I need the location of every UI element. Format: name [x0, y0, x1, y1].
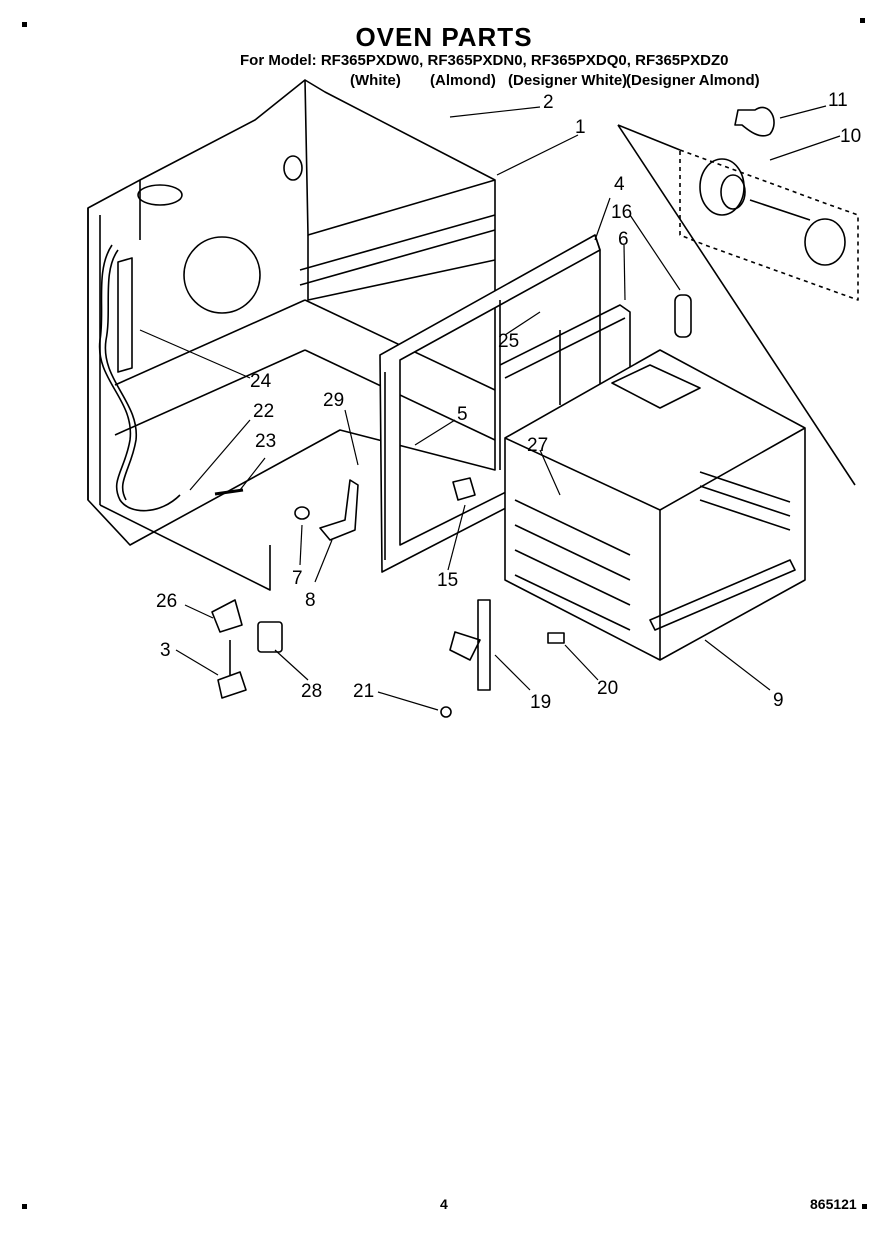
callout-24: 24 — [250, 371, 272, 392]
callout-26: 26 — [156, 591, 177, 612]
callout-20: 20 — [597, 678, 618, 699]
hinge-assembly — [449, 599, 491, 691]
corner-mark-top-right — [860, 18, 865, 23]
rack-guide — [499, 304, 631, 405]
callout-23: 23 — [255, 431, 276, 452]
callout-9: 9 — [773, 690, 784, 711]
callout-1: 1 — [575, 117, 586, 138]
callout-15: 15 — [437, 570, 458, 591]
light-bulb — [734, 106, 775, 137]
oven-rack-assembly — [504, 349, 806, 661]
oven-back-fan-plate — [183, 236, 261, 314]
variant-designer-white: (Designer White) — [508, 72, 628, 89]
callout-7: 7 — [292, 568, 303, 589]
model-variants: (White) (Almond) (Designer White) (Desig… — [0, 72, 888, 92]
wire-harness — [98, 244, 181, 512]
junction-block — [257, 621, 283, 653]
callout-21: 21 — [353, 681, 374, 702]
variant-designer-almond: (Designer Almond) — [626, 72, 760, 89]
bracket-clip — [452, 477, 476, 501]
callout-8: 8 — [305, 590, 316, 611]
burner-tube — [674, 294, 692, 338]
callout-16: 16 — [611, 202, 632, 223]
callout-11: 11 — [828, 90, 848, 111]
callout-5: 5 — [457, 404, 468, 425]
callout-4: 4 — [614, 174, 625, 195]
callout-19: 19 — [530, 692, 551, 713]
callout-leaders — [139, 105, 841, 711]
corner-mark-bottom-left — [22, 1204, 27, 1209]
variant-white: (White) — [350, 72, 401, 89]
clip-26 — [211, 599, 243, 633]
callout-29: 29 — [323, 390, 344, 411]
callout-2: 2 — [543, 92, 554, 113]
callout-28: 28 — [301, 681, 322, 702]
variant-almond: (Almond) — [430, 72, 496, 89]
support-bracket — [319, 479, 359, 541]
callout-10: 10 — [840, 126, 861, 147]
callout-27: 27 — [527, 435, 548, 456]
page-number: 4 — [440, 1196, 448, 1212]
page-title: OVEN PARTS — [355, 22, 533, 52]
callout-22: 22 — [253, 401, 274, 422]
corner-mark-bottom-right — [862, 1204, 867, 1209]
model-list: For Model: RF365PXDW0, RF365PXDN0, RF365… — [240, 52, 729, 69]
callout-25: 25 — [498, 331, 519, 352]
callout-6: 6 — [618, 229, 629, 250]
leveling-leg — [217, 671, 247, 699]
oven-light-assembly — [617, 106, 859, 486]
callout-labels: 1 2 3 4 5 6 7 8 9 10 11 15 16 19 20 21 2… — [156, 90, 861, 713]
corner-mark-top-left — [22, 22, 27, 27]
side-bracket — [117, 257, 133, 373]
washer — [440, 706, 452, 718]
screw — [547, 632, 565, 644]
document-code: 865121 — [810, 1196, 857, 1212]
nut — [294, 506, 310, 520]
callout-3: 3 — [160, 640, 171, 661]
